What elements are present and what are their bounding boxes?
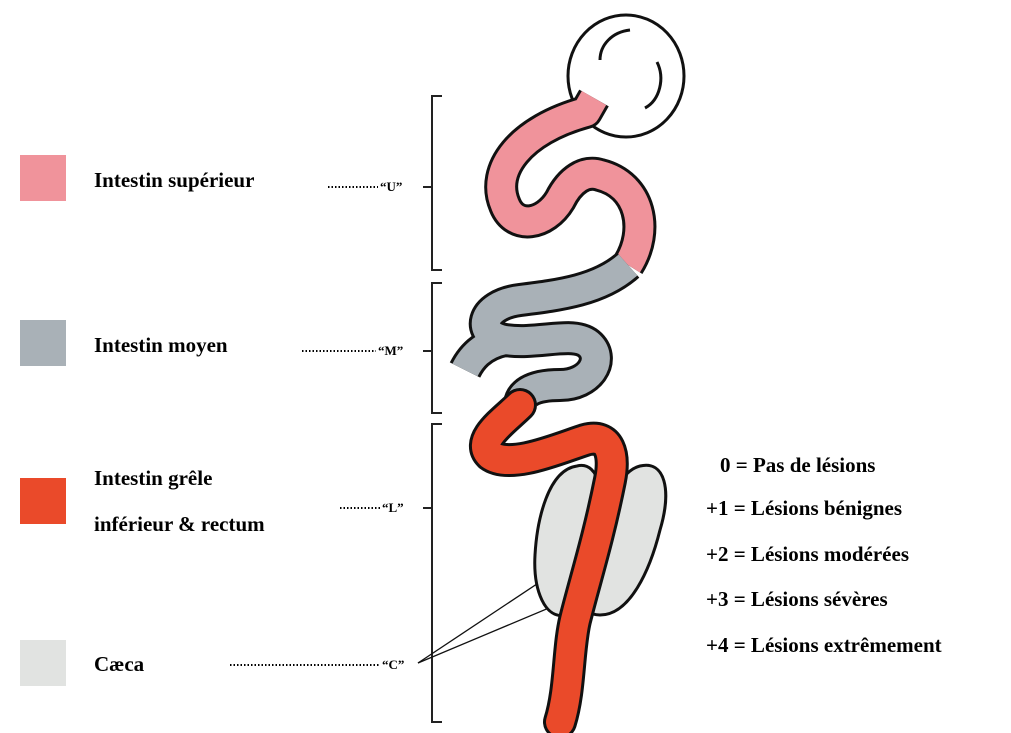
score-0: 0 = Pas de lésions bbox=[720, 453, 875, 478]
score-2: +2 = Lésions modérées bbox=[706, 542, 909, 567]
brackets bbox=[423, 96, 442, 722]
score-3: +3 = Lésions sévères bbox=[706, 587, 888, 612]
score-4: +4 = Lésions extrêmement bbox=[706, 633, 942, 658]
score-1: +1 = Lésions bénignes bbox=[706, 496, 902, 521]
